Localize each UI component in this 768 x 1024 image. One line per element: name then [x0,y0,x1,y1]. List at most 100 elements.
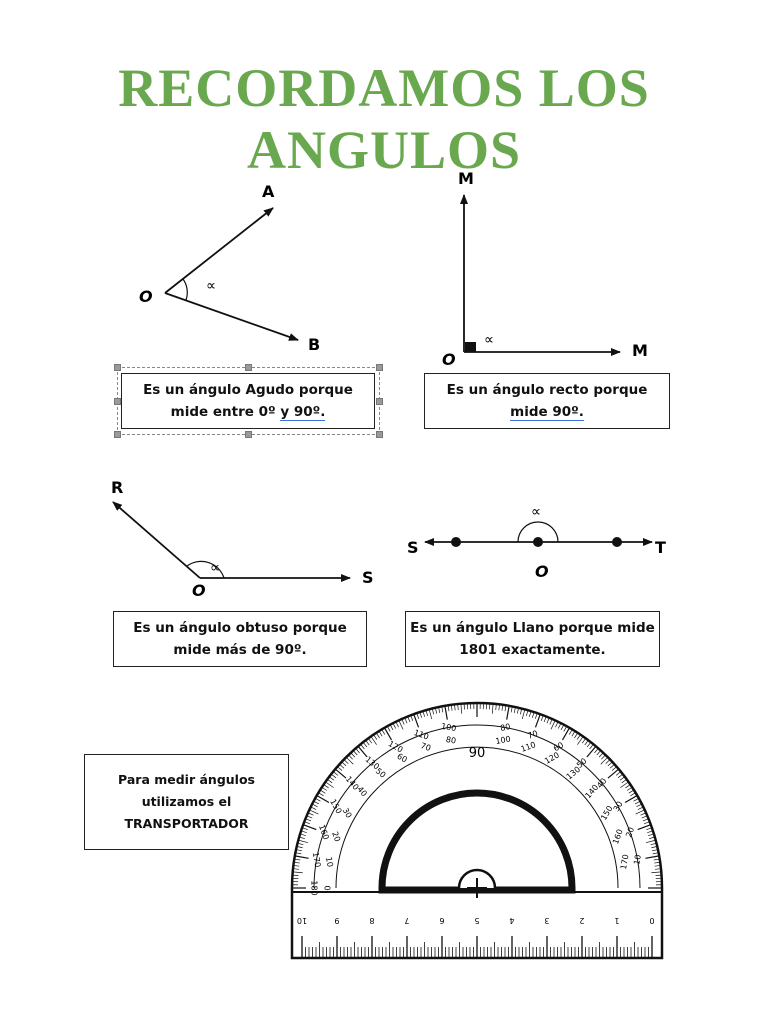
protractor-tick [519,708,523,715]
protractor-tick [312,803,318,808]
obtuse-angle-diagram: R O S ∝ [111,478,374,600]
protractor-tick [605,759,611,764]
protractor-tick [634,800,641,805]
protractor-tick [498,704,500,711]
protractor-outer-label: 30 [612,800,625,813]
protractor-tick [355,748,360,754]
protractor-tick [447,705,450,712]
protractor-tick [337,766,343,771]
straight-description-box: Es un ángulo Llano porque mide 1801 exac… [405,611,660,667]
resize-handle-right[interactable] [376,398,383,405]
protractor-outer-label: 10 [632,854,643,866]
protractor-tick [457,703,459,711]
acute-label-b: B [308,335,320,354]
protractor-tick [378,730,383,737]
protractor-tick [647,830,654,834]
protractor-tick [360,744,365,750]
protractor-tick [648,836,655,839]
acute-text-line1: Es un ángulo Agudo porque [143,382,353,398]
resize-handle-left[interactable] [114,398,121,405]
resize-handle-top-left[interactable] [114,364,121,371]
protractor-tick [531,711,535,718]
protractor-note-line2: utilizamos el [141,794,232,809]
acute-label-a: A [262,182,275,201]
protractor-tick [383,727,393,741]
protractor-tick [563,726,567,732]
right-text-line1: Es un ángulo recto porque [446,382,648,398]
protractor-tick [646,827,653,831]
protractor-tick [637,824,652,831]
protractor-tick [441,706,444,713]
resize-handle-bottom-left[interactable] [114,431,121,438]
protractor-tick [299,836,306,839]
resize-handle-bottom[interactable] [245,431,252,438]
protractor-tick [413,713,420,728]
protractor-tick [339,763,345,769]
protractor-top-label: 90 [469,746,486,761]
right-text-line2: mide 90º. [510,404,584,421]
protractor-tick [298,839,309,844]
protractor-tick [557,723,562,729]
protractor-tick [350,752,356,758]
protractor-tick [416,712,420,719]
protractor-outer-label: 100 [440,722,457,734]
protractor-tick [637,806,644,810]
protractor-note-box: Para medir ángulos utilizamos el TRANSPO… [84,754,289,850]
protractor-inner-label: 30 [341,806,354,819]
protractor-tick [407,716,411,723]
protractor-tick [343,759,349,764]
protractor-inner-label: 70 [419,741,432,753]
protractor-tick [534,713,541,728]
protractor-tick [650,842,657,846]
ruler-number: 5 [474,916,479,925]
protractor-tick [435,707,438,714]
protractor-tick [546,717,550,724]
protractor-inner-label: 170 [619,854,631,871]
protractor-tick [315,798,321,802]
protractor-tick [316,794,330,804]
resize-handle-top[interactable] [245,364,252,371]
protractor-inner-label: 100 [495,735,512,747]
protractor-tick [596,750,602,756]
ruler-number: 2 [579,916,584,925]
protractor-tick [352,750,358,756]
selection-frame[interactable] [114,364,383,438]
acute-angle-symbol: ∝ [206,278,216,294]
ruler-number: 0 [649,916,654,925]
protractor-outer-label: 20 [624,826,636,839]
right-label-m-right: M [632,341,648,360]
protractor-tick [294,855,309,859]
protractor-outer-label: 70 [526,729,539,741]
protractor-tick [555,721,559,728]
ruler-ticks [301,936,653,958]
protractor-tick [611,766,617,771]
protractor-tick [526,710,529,717]
protractor-tick [323,784,329,789]
protractor-tick [543,716,547,723]
protractor-tick [626,786,633,791]
right-description-box: Es un ángulo recto porque mide 90º. [424,373,670,429]
acute-angle-diagram: A O B ∝ [139,182,320,354]
protractor-tick [422,710,426,717]
protractor-tick [321,786,328,791]
protractor-tick [586,745,597,758]
resize-handle-bottom-right[interactable] [376,431,383,438]
protractor-tick [357,745,368,758]
protractor-tick [625,784,631,789]
protractor-tick [576,734,581,740]
protractor-tick [460,703,463,714]
protractor-tick [294,858,301,861]
protractor-tick [513,706,516,713]
ruler-number: 4 [509,916,514,925]
acute-description-box[interactable]: Es un ángulo Agudo porque mide entre 0º … [121,373,375,429]
protractor-tick [381,729,386,735]
protractor-tick [297,842,304,846]
resize-handle-top-right[interactable] [376,364,383,371]
obtuse-label-o: O [192,581,206,600]
protractor-tick [598,752,604,758]
protractor-tick [600,756,609,765]
protractor-tick [652,852,659,855]
protractor-tick [594,748,599,754]
protractor-tick [617,773,623,779]
